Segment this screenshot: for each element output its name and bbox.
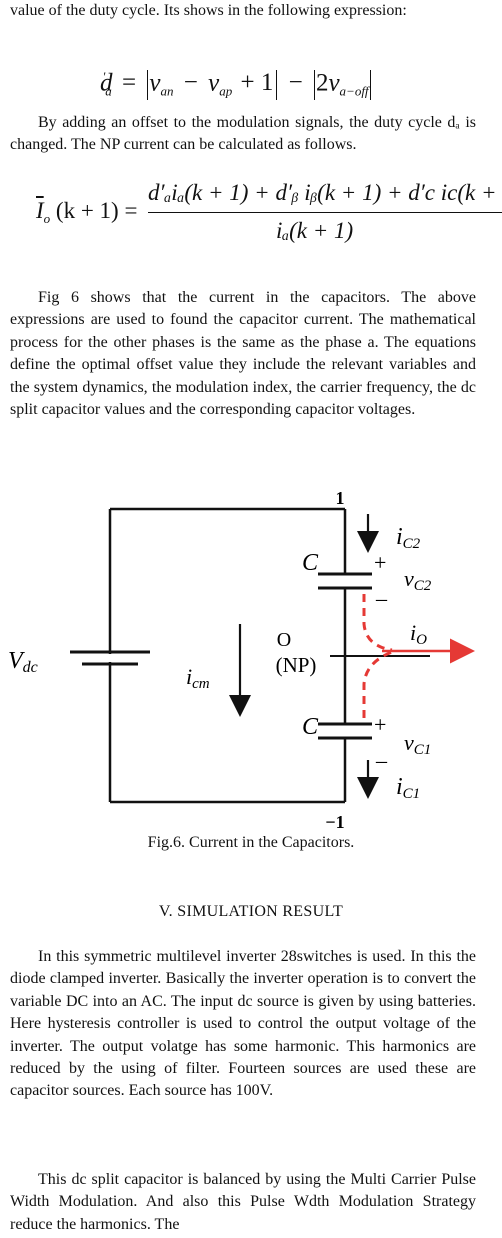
neutral-o-label: O [277,629,291,651]
icm-label: icm [186,664,210,692]
cap-bottom-label: C [302,714,319,740]
neutral-np-label: (NP) [276,653,317,677]
equation-duty-cycle: d'a = van − vap + 1 − 2va−off [100,69,371,100]
node-bottom-label: −1 [325,812,344,832]
plus-top: + [374,550,386,575]
cap-top-label: C [302,550,319,576]
io-current-path-bottom [362,650,393,718]
paragraph-multicarrier: This dc split capacitor is balanced by u… [10,1171,476,1233]
paragraph-fig6: Fig 6 shows that the current in the capa… [10,289,476,419]
ic1-label: iC1 [396,774,420,802]
io-current-path-top [362,594,393,652]
paragraph-simulation: In this symmetric multilevel inverter 28… [10,948,476,1100]
node-top-label: 1 [336,488,345,508]
minus-top: _ [375,578,388,603]
capacitor-circuit-diagram: 1 −1 Vdc C C iC2 vC2 iO vC1 iC1 + _ + _ … [8,488,475,832]
paragraph-duty-cycle: value of the duty cycle. Its shows in th… [10,2,407,19]
paragraph-offset: By adding an offset to the modulation si… [10,114,476,154]
equation-np-current: Io (k + 1) = d′ₐiₐ(k + 1) + d′ᵦ iᵦ(k + 1… [36,178,502,248]
figure-caption: Fig.6. Current in the Capacitors. [147,834,355,851]
ic2-label: iC2 [396,524,421,552]
io-label: iO [410,620,427,648]
vc2-label: vC2 [404,566,432,594]
minus-bottom: _ [375,740,388,765]
vdc-label: Vdc [8,648,38,676]
plus-bottom: + [374,712,386,737]
section-heading: V. SIMULATION RESULT [158,903,344,920]
vc1-label: vC1 [404,730,431,758]
